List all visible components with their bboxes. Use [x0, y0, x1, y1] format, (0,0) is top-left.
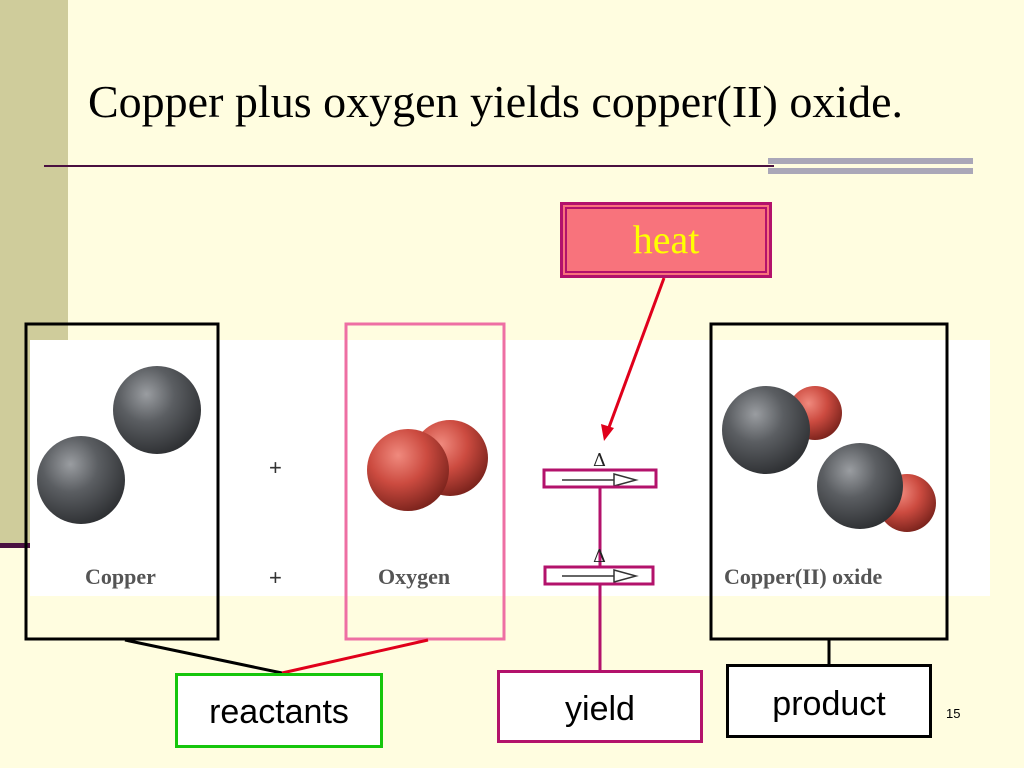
delta-symbol: Δ	[593, 546, 606, 567]
heat-arrow-head-icon	[601, 424, 614, 441]
yield-arrow-head-icon	[613, 569, 639, 583]
left-rule-accent	[0, 543, 32, 548]
reactants-connector-line	[124, 638, 283, 675]
reactants-label-box: reactants	[175, 673, 383, 748]
heat-arrow-line	[606, 277, 666, 431]
yield-arrow-head-icon	[613, 473, 639, 487]
yield-arrow-highlight	[542, 468, 658, 489]
copper-atom-icon	[113, 366, 201, 454]
delta-symbol: Δ	[593, 450, 606, 471]
copper-ii-oxide-label: Copper(II) oxide	[724, 564, 883, 589]
copper-atom-icon	[722, 386, 810, 474]
plus-sign: +	[269, 565, 282, 590]
plus-sign: +	[269, 455, 282, 480]
oxygen-label: Oxygen	[378, 564, 451, 589]
oxygen-bracket-box	[344, 322, 506, 641]
reactants-connector-line	[281, 638, 429, 675]
yield-label-box: yield	[497, 670, 703, 743]
title-rule-accent	[768, 158, 973, 178]
heat-callout: heat	[560, 202, 772, 278]
slide-title: Copper plus oxygen yields copper(II) oxi…	[88, 76, 904, 127]
copper-atom-icon	[37, 436, 125, 524]
slide-page-number: 15	[946, 706, 961, 721]
oxygen-atom-icon	[367, 429, 449, 511]
title-underline	[44, 165, 774, 167]
copper-atom-icon	[817, 443, 903, 529]
copper-label: Copper	[85, 564, 156, 589]
product-label-box: product	[726, 664, 932, 738]
product-bracket-box	[709, 322, 949, 641]
copper-bracket-box	[24, 322, 220, 641]
